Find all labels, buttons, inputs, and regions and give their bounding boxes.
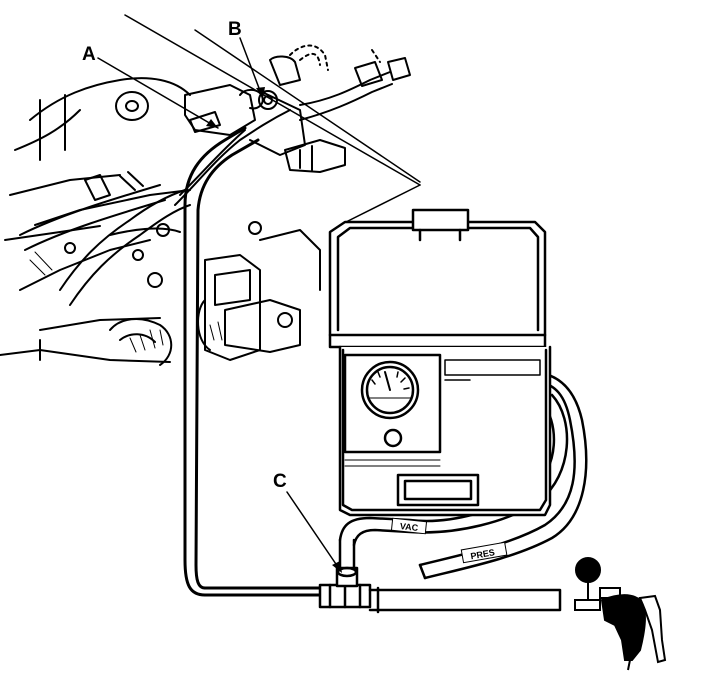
hand-vacuum-pump (574, 557, 667, 671)
vacuum-hose (183, 126, 322, 597)
vacuum-pressure-tester (328, 208, 552, 517)
callout-c: C (273, 471, 342, 573)
vac-label: VAC (399, 521, 419, 533)
callout-a: A (82, 44, 219, 129)
engine-hoses (19, 44, 411, 306)
valve-assembly (184, 55, 346, 173)
tee-fitting (318, 538, 562, 614)
pres-label: PRES (470, 547, 496, 561)
callout-b-label: B (228, 19, 242, 40)
callout-a-label: A (82, 44, 96, 65)
pres-tag: PRES (460, 541, 508, 564)
callout-b: B (228, 19, 265, 98)
vac-tag: VAC (390, 517, 428, 535)
engine-bay (0, 14, 421, 366)
callout-c-label: C (273, 471, 287, 492)
